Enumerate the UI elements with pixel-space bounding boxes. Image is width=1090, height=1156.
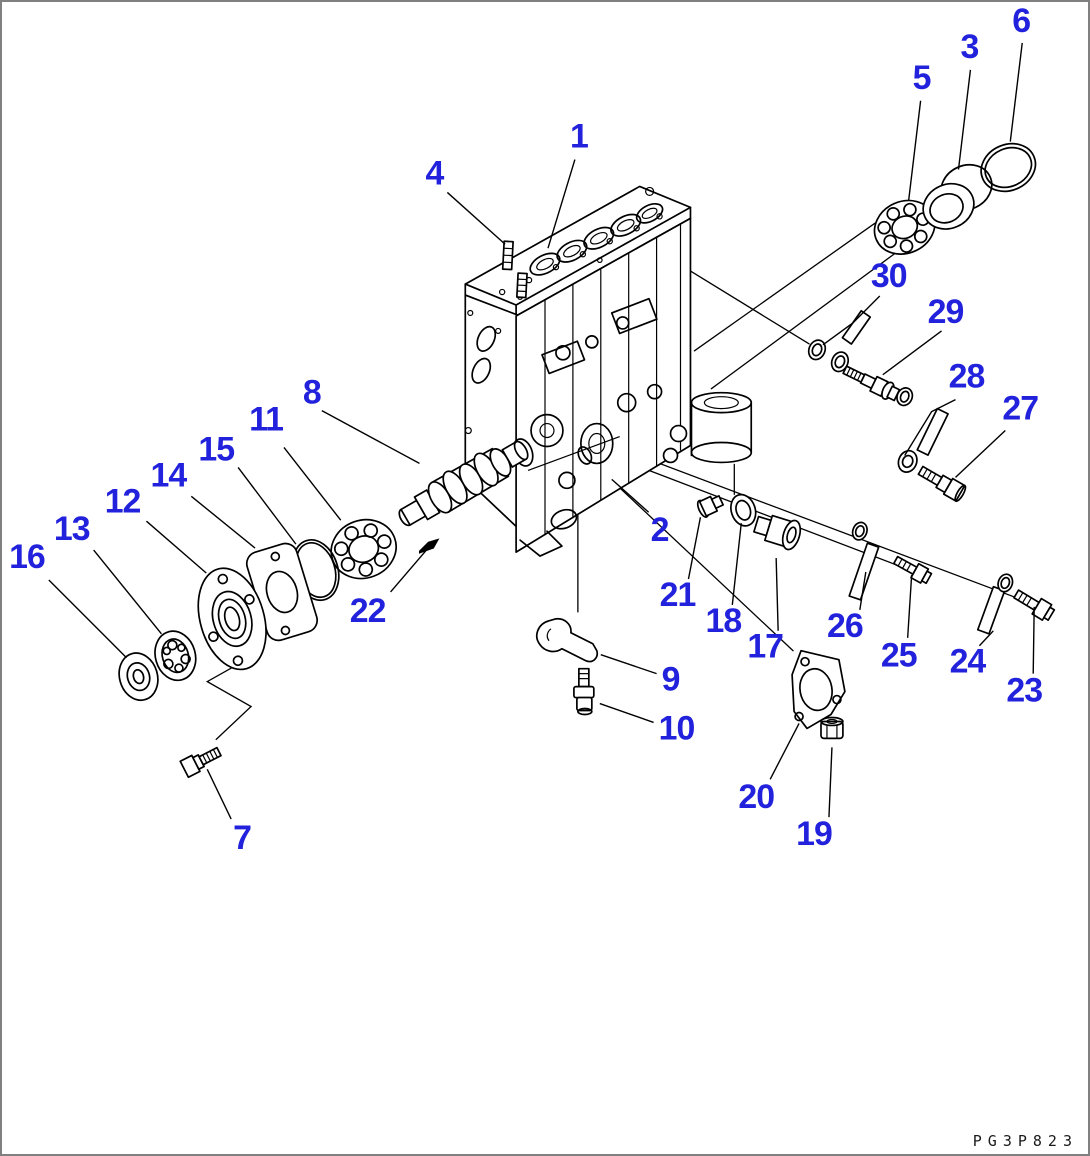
callout-26[interactable]: 26	[827, 607, 864, 645]
seal-part16	[118, 652, 159, 702]
leader-line-7	[206, 768, 232, 820]
snapring-part6	[980, 142, 1037, 193]
callout-18[interactable]: 18	[706, 602, 743, 640]
leader-line-11	[283, 447, 342, 521]
leader-line-29	[882, 330, 942, 376]
callout-3[interactable]: 3	[961, 28, 980, 66]
bolt-part10	[573, 667, 595, 716]
bolt-part25	[892, 555, 933, 585]
pin-part26	[848, 521, 880, 601]
leader-line-23	[1032, 606, 1035, 674]
callout-27[interactable]: 27	[1002, 390, 1039, 428]
leader-line-15	[237, 466, 297, 545]
leader-line-18	[731, 523, 742, 605]
callout-19[interactable]: 19	[796, 815, 833, 853]
callout-20[interactable]: 20	[738, 778, 775, 816]
callout-23[interactable]: 23	[1006, 672, 1043, 710]
hook-part9	[536, 617, 599, 663]
callout-12[interactable]: 12	[105, 482, 142, 520]
leader-line-2	[611, 478, 650, 513]
bearing-part13	[154, 630, 197, 682]
callout-30[interactable]: 30	[871, 257, 908, 295]
callout-11[interactable]: 11	[249, 401, 284, 439]
housing-right-boss	[662, 391, 753, 464]
leader-line-21	[687, 517, 702, 580]
bearing-part5	[873, 199, 936, 255]
key-part22	[418, 538, 440, 554]
camshaft-part8	[398, 440, 529, 527]
callout-8[interactable]: 8	[303, 374, 322, 412]
callout-17[interactable]: 17	[747, 628, 784, 666]
leader-line-20	[769, 723, 800, 780]
callout-29[interactable]: 29	[928, 293, 965, 331]
leader-line-22	[390, 549, 427, 593]
callout-24[interactable]: 24	[950, 643, 988, 681]
leader-line-14	[190, 495, 256, 549]
leader-line-8	[321, 410, 420, 465]
leader-line-26	[859, 571, 867, 610]
leader-line-16	[48, 579, 128, 659]
callout-16[interactable]: 16	[9, 538, 46, 576]
leader-line-3	[957, 69, 972, 170]
leader-line-24	[978, 630, 994, 647]
cover-part12	[197, 567, 267, 671]
callout-4[interactable]: 4	[425, 154, 445, 192]
leader-line-9	[600, 654, 657, 675]
callout-6[interactable]: 6	[1012, 2, 1031, 40]
leader-line-5	[907, 100, 922, 201]
leader-line-19	[828, 747, 833, 818]
front-face-details	[512, 297, 663, 557]
bolt-part29	[842, 365, 901, 402]
callout-21[interactable]: 21	[660, 576, 697, 614]
callout-1[interactable]: 1	[570, 118, 589, 156]
callout-25[interactable]: 25	[881, 637, 918, 675]
leader-line-27	[955, 430, 1006, 478]
callout-15[interactable]: 15	[198, 430, 235, 468]
leader-line-28	[904, 399, 956, 456]
callout-22[interactable]: 22	[350, 592, 387, 630]
callout-13[interactable]: 13	[54, 510, 91, 548]
leader-line-30	[822, 295, 881, 346]
leader-line-6	[1009, 42, 1023, 142]
plug-part21	[696, 495, 724, 518]
leader-line-1	[547, 159, 576, 249]
leader-line-25	[906, 574, 913, 638]
washers-part30	[807, 309, 872, 373]
leader-line-4	[446, 191, 506, 245]
callout-2[interactable]: 2	[651, 511, 670, 549]
nut-part19	[820, 716, 844, 740]
bolt-part27	[917, 465, 967, 503]
callout-layer: 1234567891011121314151617181920212223242…	[9, 2, 1043, 857]
bearing-part11	[330, 518, 397, 580]
callout-7[interactable]: 7	[233, 819, 252, 857]
leader-line-10	[599, 702, 654, 724]
top-bolt-holes	[498, 186, 663, 300]
callout-28[interactable]: 28	[949, 358, 986, 396]
leader-line-12	[146, 520, 207, 574]
top-ports	[529, 202, 664, 276]
washer-part18	[730, 493, 757, 527]
gasket-part20	[791, 649, 846, 730]
callout-10[interactable]: 10	[659, 709, 696, 747]
pin-part24	[976, 573, 1014, 635]
leader-line-13	[93, 549, 162, 635]
callout-14[interactable]: 14	[151, 456, 189, 494]
plug-part17	[753, 514, 802, 551]
bolt-part7	[179, 746, 222, 779]
callout-5[interactable]: 5	[913, 59, 932, 97]
stud-pins-part4	[501, 240, 528, 299]
ring-part3	[922, 163, 993, 230]
leader-line-17	[775, 558, 779, 631]
washers-part28	[896, 387, 949, 473]
callout-9[interactable]: 9	[662, 661, 681, 699]
bolt-part23	[1013, 589, 1056, 621]
drawing-code: PG3P823	[972, 1132, 1078, 1150]
